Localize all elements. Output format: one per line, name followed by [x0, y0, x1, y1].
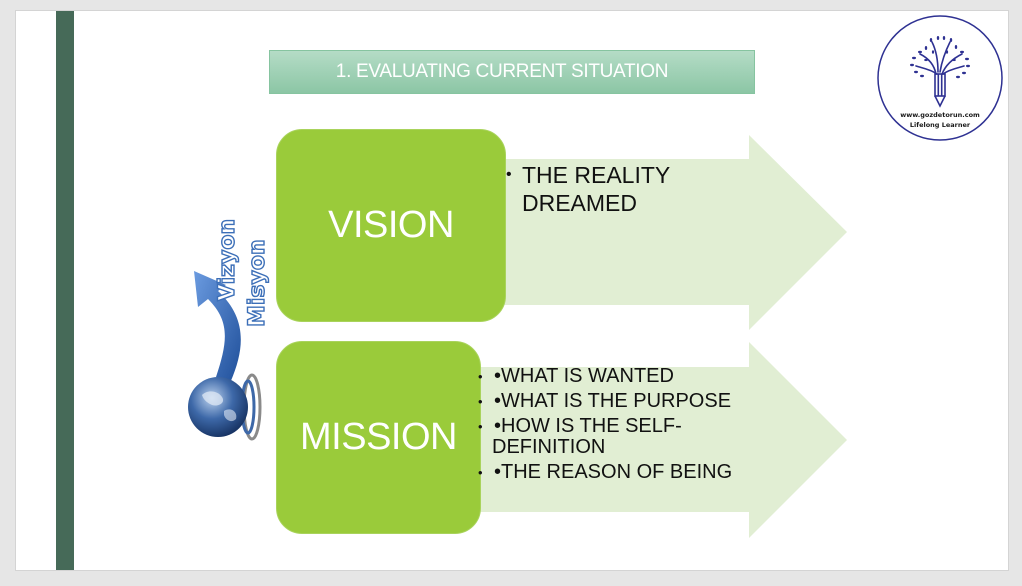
bullet-line: DREAMED — [522, 190, 638, 216]
logo: www.gozdetorun.com Lifelong Learner — [876, 14, 1004, 142]
title-banner: 1. EVALUATING CURRENT SITUATION — [269, 50, 755, 94]
slide-title: 1. EVALUATING CURRENT SITUATION — [335, 61, 669, 82]
bullet-icon: • — [506, 166, 512, 183]
mission-box: MISSION — [276, 341, 481, 534]
logo-tagline: Lifelong Learner — [910, 121, 971, 129]
bullet-item: • •WHAT IS THE PURPOSE — [478, 391, 778, 412]
bullet-item: • •WHAT IS WANTED — [478, 366, 778, 387]
bullet-item: • THE REALITY DREAMED — [506, 161, 706, 217]
bullet-line: THE REALITY — [522, 162, 671, 188]
misyon-word: Misyon — [245, 239, 270, 327]
bullet-icon: • — [478, 419, 483, 434]
bullet-text: •WHAT IS THE PURPOSE — [494, 390, 732, 412]
slide: 1. EVALUATING CURRENT SITUATION — [16, 11, 1008, 570]
vision-mission-image: Vizyon Misyon — [168, 171, 280, 471]
bullet-item: • •HOW IS THE SELF- DEFINITION — [478, 416, 778, 458]
bullet-text: •HOW IS THE SELF- — [494, 415, 682, 437]
bullet-icon: • — [478, 465, 483, 480]
globe-arrow-icon: Vizyon Misyon — [188, 218, 271, 441]
bullet-text: •THE REASON OF BEING — [494, 461, 733, 483]
bullet-continuation: DEFINITION — [492, 436, 606, 458]
vision-arrow — [496, 135, 848, 331]
bullet-icon: • — [478, 369, 483, 384]
logo-website: www.gozdetorun.com — [900, 111, 980, 119]
vision-box: VISION — [276, 129, 506, 322]
mission-label: MISSION — [300, 416, 457, 458]
mission-arrow — [471, 342, 848, 539]
vision-label: VISION — [328, 204, 454, 246]
vizyon-word: Vizyon — [215, 219, 240, 301]
vision-bullets: • THE REALITY DREAMED — [506, 161, 706, 217]
side-accent-bar — [56, 11, 74, 570]
pencil-tree-icon: www.gozdetorun.com Lifelong Learner — [877, 15, 1003, 141]
bullet-icon: • — [478, 394, 483, 409]
mission-bullets: • •WHAT IS WANTED • •WHAT IS THE PURPOSE… — [478, 366, 778, 487]
bullet-item: • •THE REASON OF BEING — [478, 462, 778, 483]
bullet-text: •WHAT IS WANTED — [494, 365, 674, 387]
